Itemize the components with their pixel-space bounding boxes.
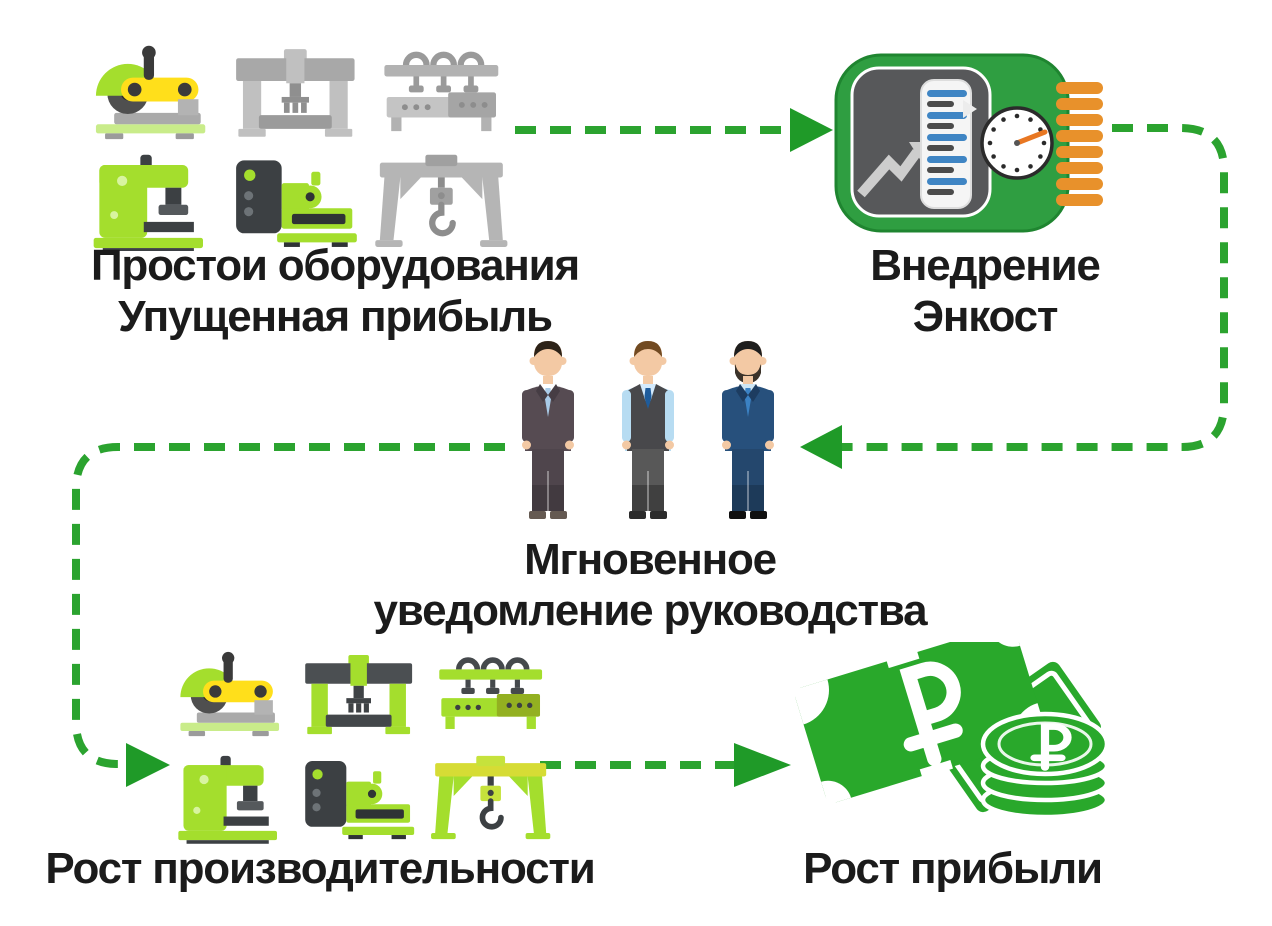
connector-pin — [1056, 98, 1103, 110]
flow-path-managers-to-active — [72, 443, 505, 768]
caption-line: Мгновенное — [524, 535, 777, 584]
press-machine-icon — [178, 755, 277, 844]
flow-path-device-to-managers — [842, 124, 1228, 451]
machine-cell — [297, 644, 420, 742]
trend-arrow-icon — [857, 149, 922, 198]
connector-pin — [1056, 146, 1103, 158]
connector-pin — [1056, 178, 1103, 190]
multi-head-machine-icon — [438, 657, 542, 729]
ruble-symbol — [899, 661, 963, 767]
machine-cell — [373, 149, 510, 252]
connector-pin — [1056, 194, 1103, 206]
manager-figure — [522, 341, 574, 519]
lathe-machine-icon — [305, 761, 415, 840]
press-machine-icon — [93, 154, 203, 251]
clock-hand — [1014, 129, 1048, 146]
machine-cell — [297, 748, 420, 846]
multi-head-machine-icon — [384, 51, 499, 132]
idle-equipment-caption: Простои оборудования Упущенная прибыль — [15, 240, 655, 342]
active-equipment-caption: Рост производительности — [0, 843, 640, 894]
lathe-machine-icon — [235, 159, 357, 247]
profit-caption: Рост прибыли — [770, 843, 1135, 894]
arrowhead-to-managers — [800, 425, 842, 469]
connector-pin — [1056, 130, 1103, 142]
ruble-symbol — [1030, 723, 1072, 771]
machine-cell — [429, 748, 552, 846]
monitoring-device-icon — [834, 53, 1103, 233]
gantry-crane-icon — [430, 755, 550, 840]
manager-figure — [722, 341, 774, 519]
arrowhead-to-active-equipment — [126, 743, 170, 787]
machine-cell — [166, 748, 289, 846]
machine-cell — [373, 40, 510, 143]
connector-pin — [1056, 162, 1103, 174]
meter-pointer — [963, 100, 977, 118]
machine-cell — [227, 40, 364, 143]
caption-line: Энкост — [912, 292, 1059, 342]
machine-cell — [429, 644, 552, 742]
arrowhead-to-device — [790, 108, 833, 152]
caption-line: Упущенная прибыль — [118, 292, 553, 342]
encost-device-caption: Внедрение Энкост — [810, 240, 1160, 342]
chop-saw-icon — [95, 45, 206, 140]
arrowhead-to-profit — [734, 743, 791, 787]
ruble-money-icon — [793, 642, 1110, 820]
machine-cell — [80, 149, 217, 251]
caption-line: уведомление руководства — [373, 586, 928, 636]
cnc-mill-icon — [235, 49, 355, 137]
banknote-front — [793, 642, 1049, 805]
connector-pin — [1056, 114, 1103, 126]
cnc-mill-icon — [305, 654, 413, 735]
connector-pin — [1056, 82, 1103, 94]
caption-line: Рост прибыли — [803, 844, 1103, 893]
idle-equipment-icons — [80, 40, 510, 251]
managers-icon — [522, 341, 774, 519]
active-equipment-icons — [166, 644, 552, 846]
level-meter — [920, 79, 972, 209]
caption-line: Внедрение — [870, 241, 1101, 290]
managers-caption: Мгновенное уведомление руководства — [310, 534, 990, 636]
coin-stack — [980, 711, 1110, 820]
gantry-crane-icon — [375, 154, 508, 247]
machine-cell — [227, 149, 364, 252]
machine-cell — [166, 644, 289, 742]
caption-line: Простои оборудования — [90, 241, 580, 290]
caption-line: Рост производительности — [45, 844, 595, 893]
manager-figure — [622, 341, 674, 519]
machine-cell — [80, 40, 217, 143]
chop-saw-icon — [180, 651, 280, 737]
